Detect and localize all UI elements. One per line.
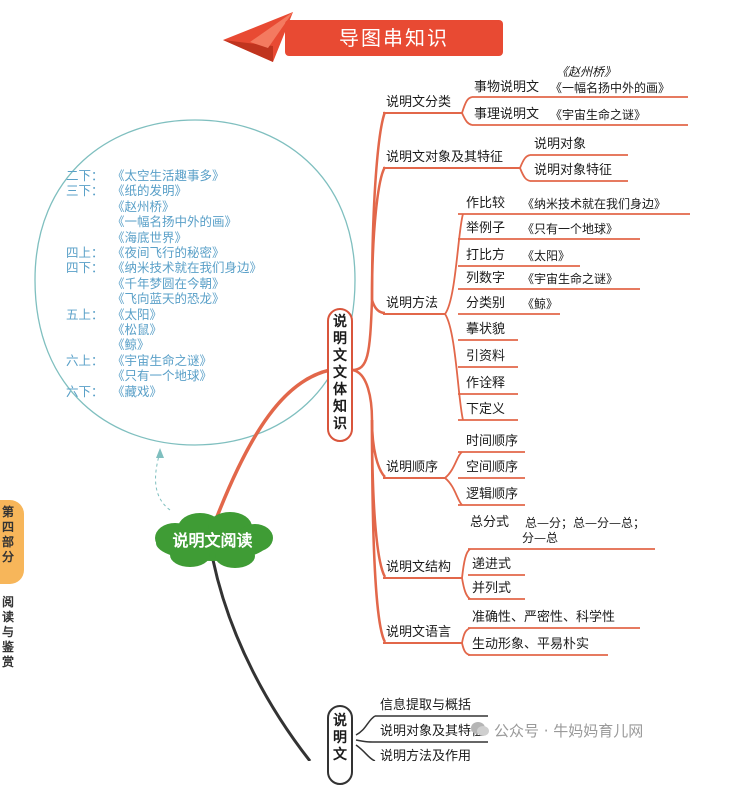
textbook-title: 《纳米技术就在我们身边》 bbox=[112, 260, 263, 276]
section-sub-char: 阅 bbox=[1, 595, 14, 609]
textbook-grade: 五上： bbox=[66, 306, 104, 322]
order-item-2: 空间顺序 bbox=[466, 460, 519, 475]
language-item-2: 生动形象、平易朴实 bbox=[472, 637, 590, 652]
branch-char: 说 bbox=[333, 713, 347, 729]
section-sub-char: 与 bbox=[1, 625, 14, 639]
section-tab bbox=[0, 500, 24, 584]
section-sub-char: 读 bbox=[1, 610, 14, 624]
method-name: 下定义 bbox=[466, 402, 506, 417]
section-tab-char: 分 bbox=[1, 550, 14, 564]
method-name: 引资料 bbox=[466, 349, 506, 364]
wechat-icon bbox=[471, 722, 489, 736]
language-item-1: 准确性、严密性、科学性 bbox=[472, 610, 616, 625]
textbook-grade: 四上： bbox=[66, 245, 104, 260]
classify-extra-example: 《赵州桥》 bbox=[556, 65, 617, 79]
cloud-icon bbox=[155, 512, 273, 568]
method-example: 《只有一个地球》 bbox=[522, 222, 619, 236]
structure-zongfen-detail-1: 总—分；总—分—总； bbox=[525, 516, 646, 530]
watermark: 公众号 · 牛妈妈育儿网 bbox=[494, 722, 644, 740]
method-name: 列数字 bbox=[466, 271, 506, 286]
textbook-title: 《太空生活趣事多》 bbox=[112, 168, 225, 183]
order-item-1: 时间顺序 bbox=[466, 434, 519, 449]
classify-type-2: 事理说明文 bbox=[474, 107, 540, 122]
branch-char: 说 bbox=[333, 314, 347, 330]
center-node-label: 说明文阅读 bbox=[172, 531, 253, 550]
method-name: 举例子 bbox=[466, 221, 506, 236]
textbook-title: 《宇宙生命之谜》 bbox=[112, 352, 213, 368]
textbook-grade: 六上： bbox=[66, 352, 104, 368]
branch-char: 文 bbox=[333, 365, 347, 381]
branch-char: 体 bbox=[333, 382, 347, 398]
section-tab-char: 四 bbox=[1, 520, 14, 534]
structure-item-2: 递进式 bbox=[472, 557, 512, 572]
mind-map: 导图串知识 第 四 部 分 阅 读 与 鉴 赏 二下： 《太空生活趣事多》三下： 《… bbox=[0, 12, 690, 785]
object-item-2: 说明对象特征 bbox=[534, 163, 613, 178]
method-example: 《太阳》 bbox=[522, 249, 571, 263]
classify-example-2: 《宇宙生命之谜》 bbox=[550, 108, 647, 122]
structure-item-1: 总分式 bbox=[470, 515, 510, 530]
branch-char: 知 bbox=[333, 399, 347, 415]
reading-item-1: 信息提取与概括 bbox=[380, 698, 472, 713]
textbook-title: 《飞向蓝天的恐龙》 bbox=[112, 291, 225, 307]
textbook-title: 《赵州桥》 bbox=[112, 198, 175, 214]
branch-char: 明 bbox=[333, 331, 347, 347]
order-item-3: 逻辑顺序 bbox=[466, 487, 519, 502]
textbook-title: 《一幅名扬中外的画》 bbox=[112, 214, 238, 230]
section-tab-label: 第 四 部 分 bbox=[0, 505, 16, 565]
category-structure: 说明文结构 bbox=[386, 560, 452, 575]
textbook-title: 《海底世界》 bbox=[112, 229, 188, 245]
category-order: 说明顺序 bbox=[386, 460, 439, 475]
connector-lines bbox=[34, 12, 690, 761]
textbook-grade: 三下： bbox=[66, 183, 104, 199]
classify-example-1: 《一幅名扬中外的画》 bbox=[550, 81, 671, 95]
category-object: 说明文对象及其特征 bbox=[386, 150, 504, 165]
page-title: 导图串知识 bbox=[339, 26, 449, 50]
category-classify: 说明文分类 bbox=[386, 95, 452, 110]
method-example: 《纳米技术就在我们身边》 bbox=[522, 197, 667, 211]
reading-item-3: 说明方法及作用 bbox=[380, 749, 472, 764]
section-subtitle: 阅 读 与 鉴 赏 bbox=[0, 595, 16, 670]
textbook-title: 《千年梦圆在今朝》 bbox=[112, 275, 225, 291]
method-name: 作诠释 bbox=[466, 376, 506, 391]
method-name: 分类别 bbox=[466, 296, 506, 311]
method-name: 打比方 bbox=[466, 248, 506, 263]
branch-char: 文 bbox=[333, 348, 347, 364]
title-banner bbox=[285, 20, 503, 56]
object-item-1: 说明对象 bbox=[534, 137, 587, 152]
branch-char: 明 bbox=[333, 730, 347, 746]
textbook-title: 《太阳》 bbox=[112, 306, 163, 322]
textbook-title: 《纸的发明》 bbox=[112, 183, 188, 199]
textbook-title: 《夜间飞行的秘密》 bbox=[112, 245, 225, 260]
section-sub-char: 鉴 bbox=[1, 640, 14, 654]
method-example: 《鲸》 bbox=[522, 297, 559, 311]
structure-item-3: 并列式 bbox=[472, 581, 512, 596]
textbook-title: 《鲸》 bbox=[112, 337, 150, 353]
textbook-title: 《只有一个地球》 bbox=[112, 368, 213, 384]
method-name: 摹状貌 bbox=[466, 322, 506, 337]
category-method: 说明方法 bbox=[386, 296, 439, 311]
structure-zongfen-detail-2: 分—总 bbox=[522, 531, 559, 545]
branch-box-genre-knowledge: 说 明 文 文 体 知 识 bbox=[327, 308, 353, 442]
textbook-grade: 二下： bbox=[66, 168, 104, 183]
section-sub-char: 赏 bbox=[1, 655, 14, 669]
branch-box-reading: 说 明 文 bbox=[327, 705, 353, 785]
section-tab-char: 部 bbox=[1, 535, 14, 549]
method-example: 《宇宙生命之谜》 bbox=[522, 272, 619, 286]
branch-char: 识 bbox=[333, 416, 347, 432]
textbook-title: 《松鼠》 bbox=[112, 322, 163, 337]
textbook-oval bbox=[34, 119, 356, 446]
branch-char: 文 bbox=[333, 747, 347, 763]
section-tab-char: 第 bbox=[1, 505, 14, 519]
category-language: 说明文语言 bbox=[386, 625, 452, 640]
classify-type-1: 事物说明文 bbox=[474, 80, 540, 95]
reading-item-2: 说明对象及其特征 bbox=[380, 724, 485, 739]
method-name: 作比较 bbox=[466, 196, 506, 211]
textbook-grade: 四下： bbox=[66, 260, 104, 276]
textbook-grade: 六下： bbox=[66, 383, 104, 399]
textbook-title: 《藏戏》 bbox=[112, 383, 163, 399]
